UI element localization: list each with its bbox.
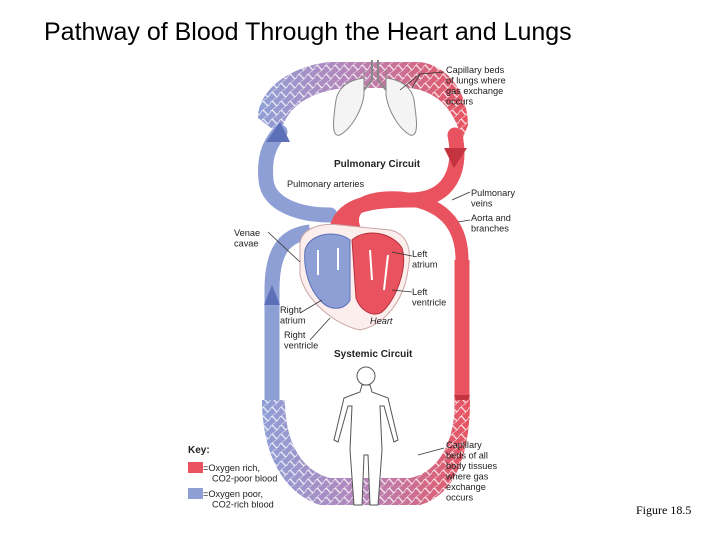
leader-lines <box>267 71 471 456</box>
systemic-veins <box>264 224 312 420</box>
figure-caption: Figure 18.5 <box>636 503 692 517</box>
label-pulmonary-circuit: Pulmonary Circuit <box>334 159 421 170</box>
legend-label-oxygen-poor: =Oxygen poor,CO2-rich blood <box>203 489 274 510</box>
label-systemic-circuit: Systemic Circuit <box>334 349 413 360</box>
legend-swatch-oxygen-rich <box>188 462 203 473</box>
heart-icon <box>299 223 410 331</box>
aorta <box>346 191 469 261</box>
legend-swatch-oxygen-poor <box>188 488 203 499</box>
human-body-icon <box>333 366 399 506</box>
legend-label-oxygen-rich: =Oxygen rich,CO2-poor blood <box>203 463 277 484</box>
lungs-icon <box>333 60 417 136</box>
legend: Key: =Oxygen rich,CO2-poor blood =Oxygen… <box>188 445 277 510</box>
pulmonary-arteries <box>258 122 338 223</box>
label-pulmonary-arteries: Pulmonary arteries <box>287 179 365 189</box>
page-title: Pathway of Blood Through the Heart and L… <box>44 18 572 46</box>
systemic-arteries <box>454 260 470 420</box>
label-heart: Heart <box>370 316 393 326</box>
legend-title: Key: <box>188 445 210 456</box>
systemic-capillary-bed <box>262 400 470 505</box>
